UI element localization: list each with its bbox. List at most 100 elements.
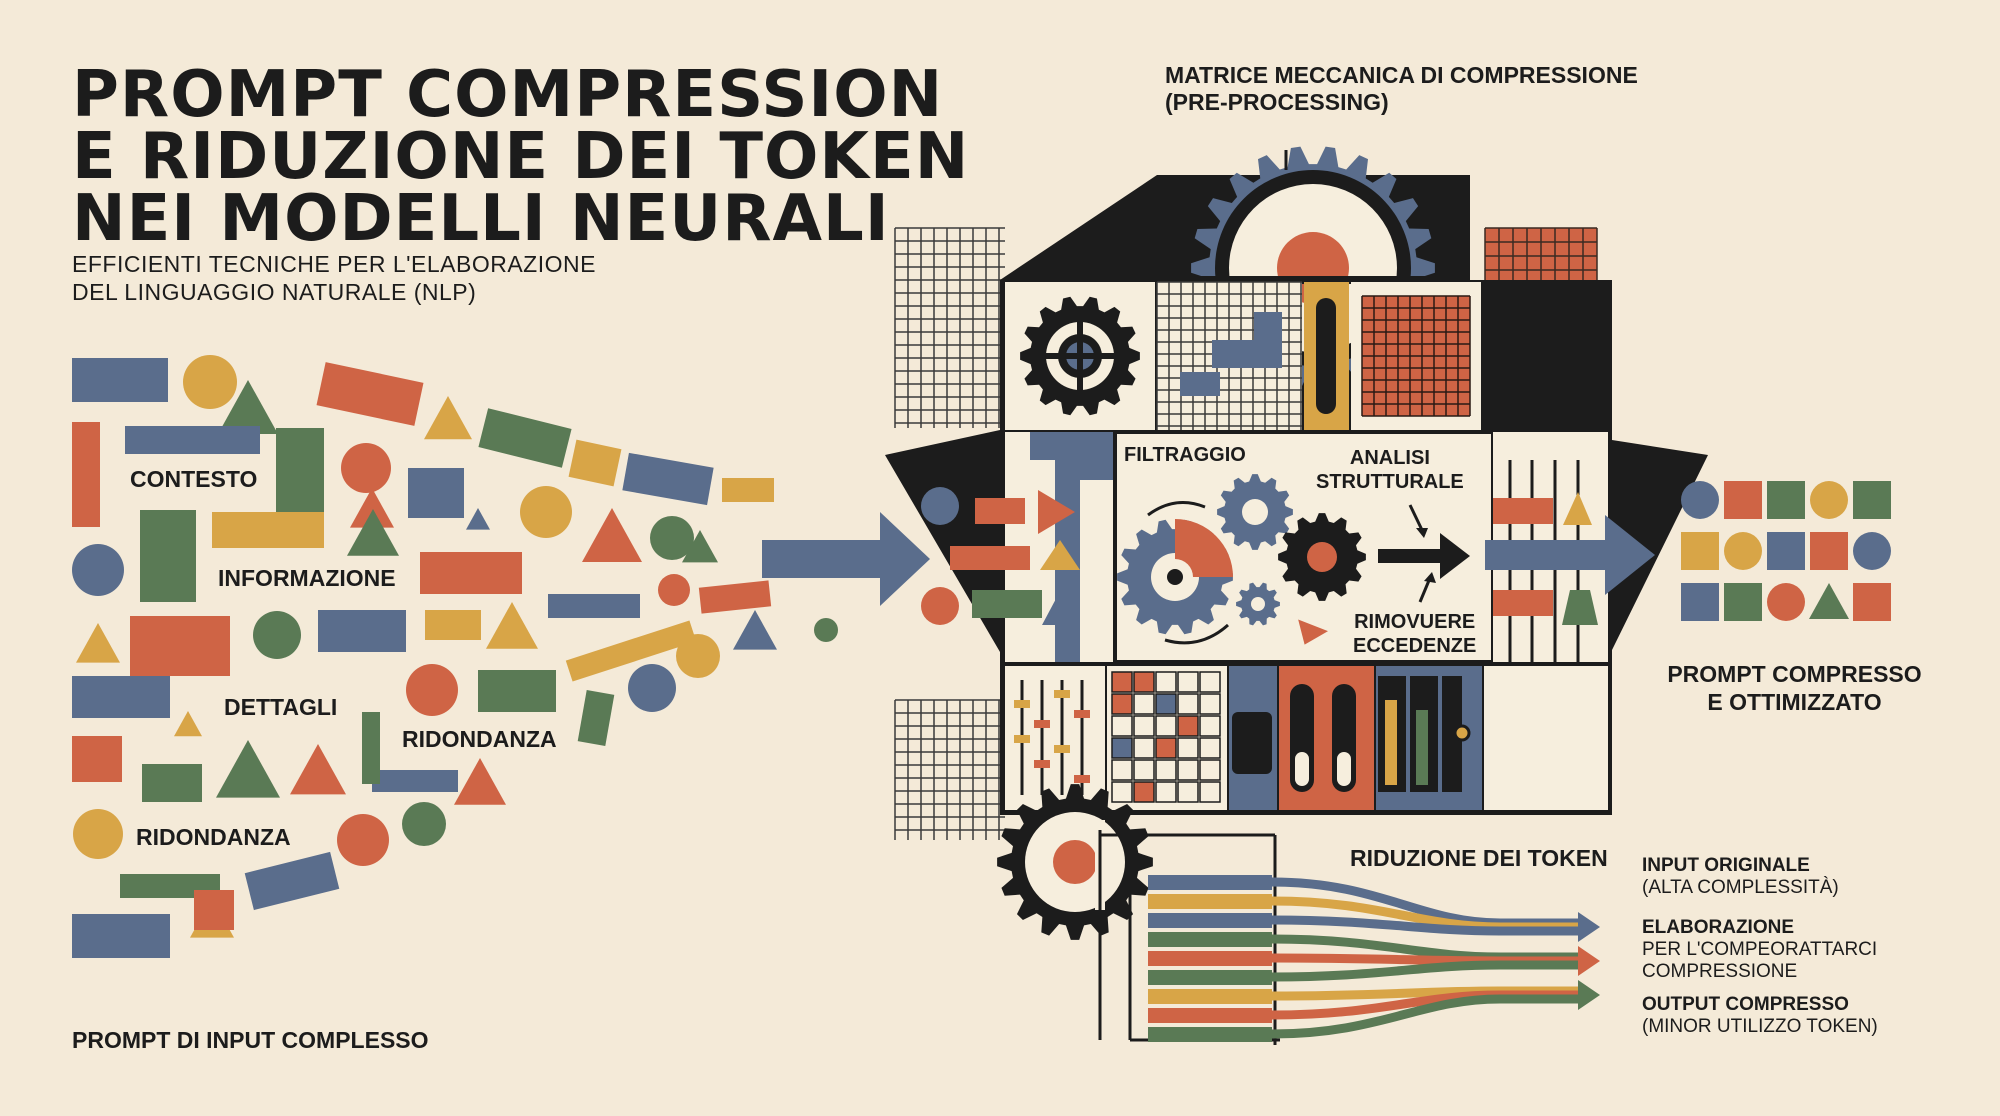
grid-cell [1199, 781, 1221, 803]
remove-line-1: RIMOVUERE [1354, 611, 1476, 633]
orange-grid-small-lines [1361, 295, 1471, 417]
legend-processing-head: ELABORAZIONE [1642, 917, 1794, 938]
token-block [622, 452, 714, 506]
slot-icon [1316, 298, 1336, 414]
slider-knob [1014, 735, 1030, 743]
legend-output-head: OUTPUT COMPRESSO [1642, 994, 1849, 1015]
token-block [142, 764, 202, 802]
slider-knob [1014, 700, 1030, 708]
token-block [408, 468, 464, 518]
token-dot [406, 664, 458, 716]
process-arrow-icon [1378, 533, 1470, 579]
token-block [212, 512, 324, 548]
flow-arrows [1578, 912, 1600, 1010]
compressed-block [1853, 481, 1891, 519]
machine-title-line-2: (PRE-PROCESSING) [1165, 89, 1389, 115]
flow-ribbon [1271, 915, 1580, 936]
grid-cell [1111, 781, 1133, 803]
token-triangle [424, 396, 472, 440]
token-block [140, 510, 196, 602]
slider-knob [1074, 710, 1090, 718]
legend-input-head: INPUT ORIGINALE [1642, 855, 1810, 876]
title-line-1: PROMPT COMPRESSION [72, 58, 944, 132]
grid-cell [1133, 781, 1155, 803]
grid-pattern-left [894, 227, 1005, 428]
token-block [372, 770, 458, 792]
token-bars [1148, 875, 1272, 1042]
machine-title-line-1: MATRICE MECCANICA DI COMPRESSIONE [1165, 62, 1638, 88]
slider-knob [1074, 775, 1090, 783]
token-bar [1148, 913, 1272, 928]
token-block [194, 890, 234, 930]
blue-pipe [1030, 432, 1115, 662]
word-ridondanza-2: RIDONDANZA [136, 824, 291, 850]
token-block [72, 736, 122, 782]
blue-block-shape [1180, 312, 1282, 396]
token-block [72, 676, 170, 718]
panel-gear-icon [1020, 296, 1140, 416]
token-block [722, 478, 774, 502]
small-pointer-arrows [1147, 501, 1436, 645]
grid-cell [1155, 715, 1177, 737]
grid-cell [1133, 715, 1155, 737]
output-token-shapes [1681, 481, 1891, 621]
grid-cell [1111, 737, 1133, 759]
token-bar [1148, 875, 1272, 890]
grid-cell [1155, 671, 1177, 693]
slider-knob [1034, 760, 1050, 768]
spare-panel [1484, 666, 1608, 810]
grid-cell [1177, 715, 1199, 737]
token-triangle [76, 623, 120, 663]
subtitle-line-1: EFFICIENTI TECNICHE PER L'ELABORAZIONE [72, 251, 596, 277]
compressed-block [1681, 583, 1719, 621]
meter-icons [1378, 676, 1471, 792]
grid-cell [1155, 781, 1177, 803]
grid-cell [1177, 759, 1199, 781]
grid-cell [1111, 759, 1133, 781]
grid-cell [1111, 693, 1133, 715]
token-bar [1148, 989, 1272, 1004]
process-gears-icon [1117, 474, 1366, 635]
compressed-dot [1724, 532, 1762, 570]
grid-cell [1177, 693, 1199, 715]
compressed-dot [1810, 481, 1848, 519]
gear-hub-dot [1167, 569, 1183, 585]
grid-cell [1155, 737, 1177, 759]
grid-cell [1177, 671, 1199, 693]
compressed-dot [1853, 532, 1891, 570]
token-bar [1148, 1008, 1272, 1023]
gear-hub [1307, 542, 1337, 572]
grid-cell [1199, 693, 1221, 715]
token-block [362, 712, 380, 784]
grid-cell [1177, 737, 1199, 759]
token-dot [650, 516, 694, 560]
output-arrow [1485, 515, 1655, 595]
title-line-3: NEI MODELLI NEURALI [72, 182, 890, 256]
remove-label: RIMOVUERE ECCEDENZE [1353, 610, 1476, 658]
token-dot [183, 355, 237, 409]
grid-cell [1133, 759, 1155, 781]
token-dot [676, 634, 720, 678]
compressed-block [1724, 481, 1762, 519]
compressed-block [1681, 532, 1719, 570]
token-dot [341, 443, 391, 493]
token-triangle [582, 508, 642, 562]
compressed-block [1810, 532, 1848, 570]
token-block [478, 670, 556, 712]
token-block [72, 914, 170, 958]
output-bar-1 [1493, 498, 1553, 524]
legend-input: INPUT ORIGINALE (ALTA COMPLESSITÀ) [1642, 855, 1839, 899]
token-triangle [216, 740, 280, 798]
output-line-2: E OTTIMIZZATO [1707, 689, 1882, 715]
grid-cell [1177, 781, 1199, 803]
grid-cell [1155, 693, 1177, 715]
token-triangle [454, 758, 506, 805]
token-triangle [350, 488, 394, 528]
compressed-block [1767, 481, 1805, 519]
remove-line-2: ECCEDENZE [1353, 635, 1477, 657]
analysis-line-2: STRUTTURALE [1316, 471, 1464, 493]
grid-cell [1111, 671, 1133, 693]
token-dot [73, 809, 123, 859]
token-block [565, 620, 697, 682]
